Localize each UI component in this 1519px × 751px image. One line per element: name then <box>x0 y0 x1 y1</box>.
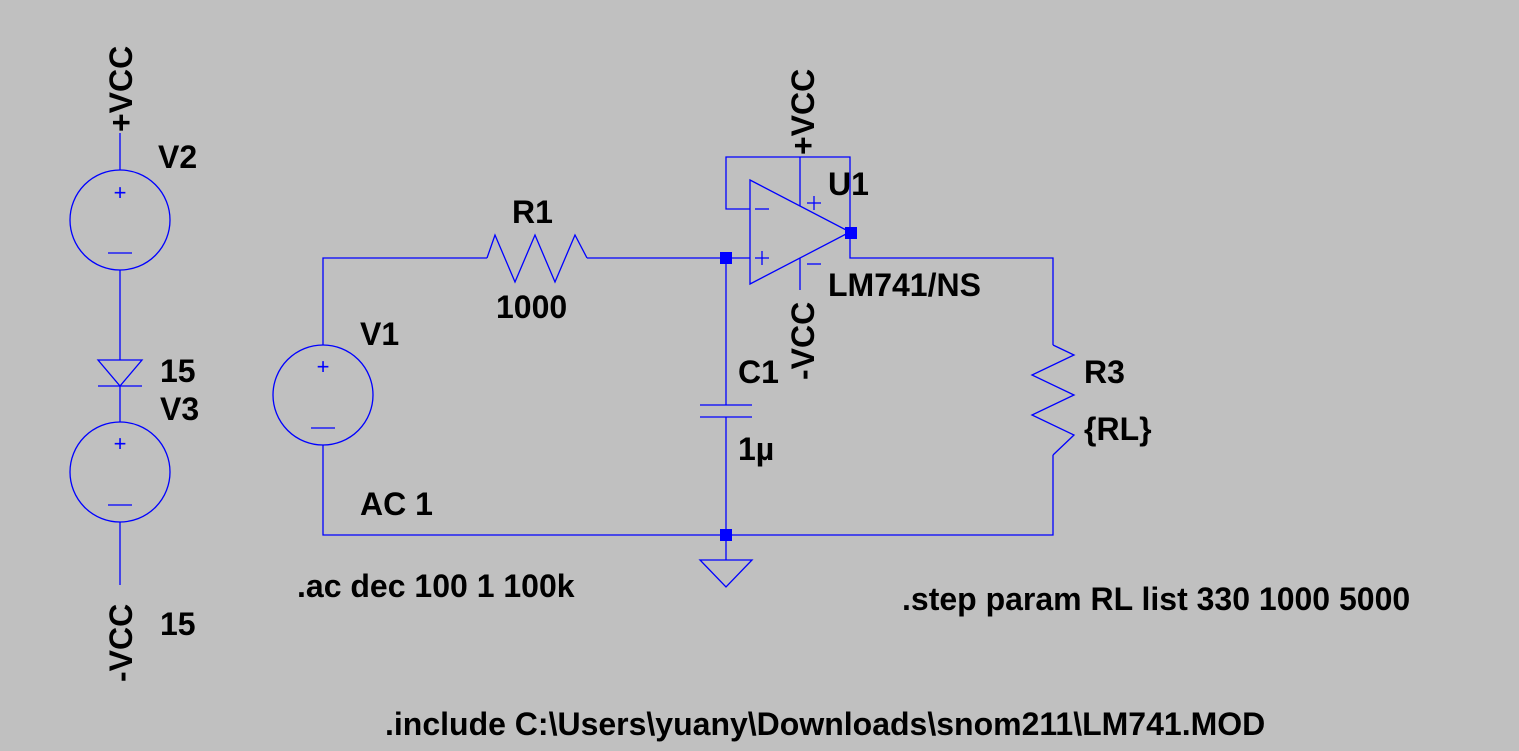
v2-value: 15 <box>160 353 196 389</box>
c1-value: 1µ <box>738 431 774 467</box>
capacitor-c1[interactable] <box>700 404 752 418</box>
ground-symbol[interactable] <box>698 559 754 588</box>
voltage-source-v1[interactable]: + <box>272 344 374 446</box>
opamp-pos-supply-label: +VCC <box>785 69 821 155</box>
junction-node-out <box>845 227 857 239</box>
u1-model: LM741/NS <box>828 267 981 303</box>
v3-name: V3 <box>160 391 199 427</box>
svg-text:+: + <box>114 431 127 456</box>
voltage-source-v2[interactable]: + <box>69 169 171 271</box>
c1-name: C1 <box>738 354 779 390</box>
u1-name: U1 <box>828 166 869 202</box>
v1-value: AC 1 <box>360 486 433 522</box>
svg-text:+: + <box>317 354 330 379</box>
v1-name: V1 <box>360 316 399 352</box>
svg-text:+: + <box>114 180 127 205</box>
junction-node-ground <box>720 529 732 541</box>
junction-node-in <box>720 252 732 264</box>
wire-ground-bus[interactable] <box>322 445 1054 536</box>
wire-feedback[interactable] <box>725 156 851 232</box>
resistor-r1[interactable] <box>486 233 588 284</box>
vcc-neg-label: -VCC <box>103 604 139 682</box>
r3-value: {RL} <box>1084 411 1152 447</box>
step-directive[interactable]: .step param RL list 330 1000 5000 <box>902 581 1410 617</box>
wire-v1-to-r1[interactable] <box>322 257 487 345</box>
r3-name: R3 <box>1084 354 1125 390</box>
r1-value: 1000 <box>496 289 567 325</box>
v2-name: V2 <box>158 139 197 175</box>
diode-symbol[interactable] <box>96 359 144 388</box>
opamp-neg-supply-label: -VCC <box>785 302 821 380</box>
include-directive[interactable]: .include C:\Users\yuany\Downloads\snom21… <box>385 706 1265 742</box>
resistor-r3[interactable] <box>1030 344 1076 456</box>
wire-output-to-r3[interactable] <box>849 232 1054 345</box>
vcc-pos-label: +VCC <box>103 46 139 132</box>
voltage-source-v3[interactable]: + <box>69 421 171 523</box>
r1-name: R1 <box>512 194 553 230</box>
v3-value: 15 <box>160 606 196 642</box>
ac-directive[interactable]: .ac dec 100 1 100k <box>297 568 575 604</box>
